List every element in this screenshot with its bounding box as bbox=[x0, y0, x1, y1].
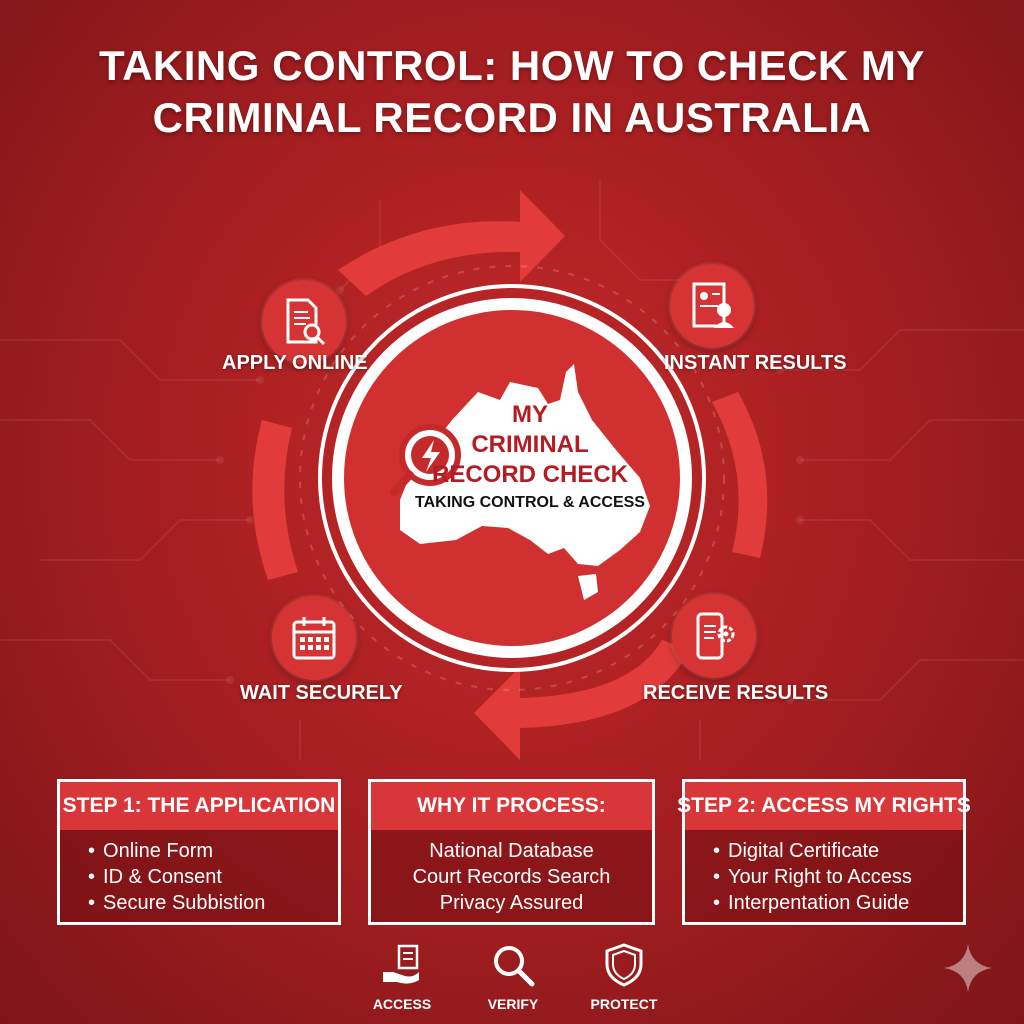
step-label-receive-results: RECEIVE RESULTS bbox=[643, 682, 829, 704]
step-label-apply-online: APPLY ONLINE bbox=[222, 352, 368, 374]
footer-label-protect: PROTECT bbox=[590, 996, 658, 1012]
list-item: Court Records Search bbox=[412, 866, 611, 888]
list-item: Online Form bbox=[88, 838, 338, 864]
list-item: Privacy Assured bbox=[439, 892, 584, 914]
footer-label-verify: VERIFY bbox=[487, 996, 539, 1012]
center-title-line-3: RECORD CHECK bbox=[431, 461, 628, 488]
receive-results-icon bbox=[672, 594, 756, 678]
id-card-person-icon bbox=[692, 282, 734, 328]
right-arc bbox=[712, 392, 768, 558]
center-badge: MY CRIMINAL RECORD CHECK TAKING CONTROL … bbox=[400, 400, 660, 512]
tasmania bbox=[578, 574, 598, 600]
card-step-2: STEP 2: ACCESS MY RIGHTS Digital Certifi… bbox=[677, 779, 971, 925]
australia-map bbox=[400, 364, 650, 566]
title-line-1: TAKING CONTROL: HOW TO CHECK MY bbox=[99, 42, 925, 89]
list-item: National Database bbox=[429, 840, 594, 862]
top-arrow bbox=[338, 190, 565, 296]
left-arc bbox=[252, 420, 298, 580]
center-title-line-1: MY bbox=[512, 401, 548, 428]
card-why-process: WHY IT PROCESS: National Database Court … bbox=[368, 779, 655, 925]
card-step-1: STEP 1: THE APPLICATION Online Form ID &… bbox=[57, 779, 341, 925]
bottom-arrow bbox=[474, 640, 690, 760]
card-why-process-list: National Database Court Records Search P… bbox=[371, 838, 652, 916]
list-item: Interpentation Guide bbox=[713, 890, 963, 916]
sparkle-icon bbox=[944, 944, 992, 992]
title-line-2: CRIMINAL RECORD IN AUSTRALIA bbox=[152, 94, 872, 141]
card-step-2-heading: STEP 2: ACCESS MY RIGHTS bbox=[677, 782, 971, 830]
footer-verify: VERIFY bbox=[473, 942, 553, 1012]
center-subtitle: TAKING CONTROL & ACCESS bbox=[415, 494, 645, 511]
step-label-wait-securely: WAIT SECURELY bbox=[240, 682, 403, 704]
calendar-icon bbox=[292, 617, 336, 660]
shield-icon bbox=[605, 943, 643, 987]
list-item: Secure Subbistion bbox=[88, 890, 338, 916]
card-step-1-heading: STEP 1: THE APPLICATION bbox=[60, 782, 338, 830]
card-why-process-heading: WHY IT PROCESS: bbox=[371, 782, 652, 830]
footer-label-access: ACCESS bbox=[372, 996, 432, 1012]
step-label-instant-results: INSTANT RESULTS bbox=[664, 352, 847, 374]
page-title: TAKING CONTROL: HOW TO CHECK MY CRIMINAL… bbox=[0, 40, 1024, 144]
list-item: Digital Certificate bbox=[713, 838, 963, 864]
list-item: Your Right to Access bbox=[713, 864, 963, 890]
phone-gear-icon bbox=[696, 612, 735, 660]
hand-document-icon bbox=[383, 944, 419, 984]
apply-online-icon bbox=[262, 280, 346, 364]
card-step-2-list: Digital Certificate Your Right to Access… bbox=[685, 838, 963, 916]
wait-securely-icon bbox=[272, 596, 356, 680]
list-item: ID & Consent bbox=[88, 864, 338, 890]
instant-results-icon bbox=[670, 264, 754, 348]
center-title-line-2: CRIMINAL bbox=[471, 431, 589, 458]
magnifier-icon bbox=[494, 946, 535, 987]
document-search-icon bbox=[286, 298, 326, 346]
card-step-1-list: Online Form ID & Consent Secure Subbisti… bbox=[60, 838, 338, 916]
footer-protect: PROTECT bbox=[584, 942, 664, 1012]
footer-access: ACCESS bbox=[362, 942, 442, 1012]
lightning-magnifier-icon bbox=[390, 424, 461, 496]
